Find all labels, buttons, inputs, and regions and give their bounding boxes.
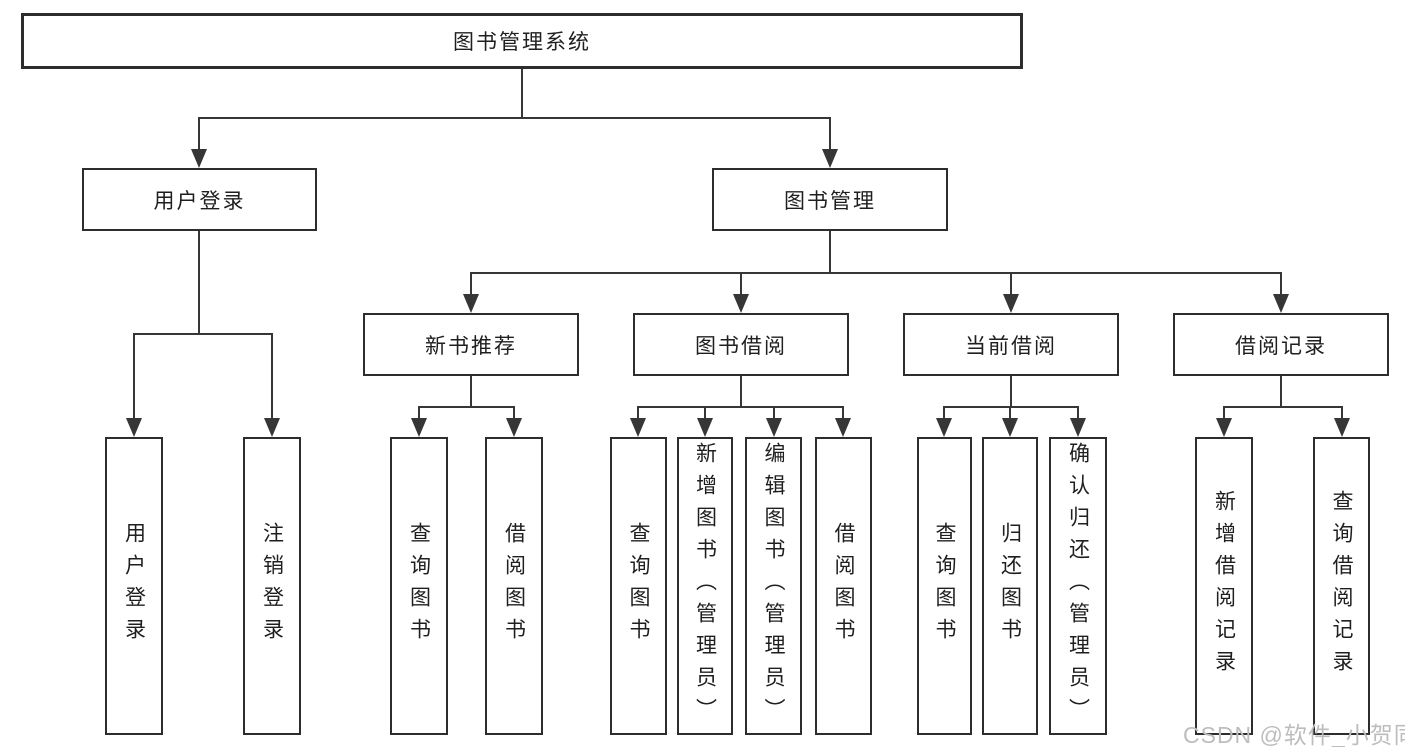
node-book-borrow: 图书借阅 — [633, 313, 849, 376]
connector-br-stem — [1280, 376, 1282, 406]
leaf-query-books-borrow: 查询图书 — [610, 437, 667, 735]
node-borrow-records: 借阅记录 — [1173, 313, 1389, 376]
arrow-down-icon-cb-query — [936, 418, 952, 437]
leaf-query-borrow-record: 查询借阅记录 — [1313, 437, 1370, 735]
connector-arm-cb-return — [1009, 406, 1011, 419]
connector-arm-recommend — [470, 272, 472, 295]
arrow-down-icon-records — [1273, 294, 1289, 313]
arrow-down-icon-bb-edit — [766, 418, 782, 437]
connector-cb-bar — [943, 406, 1079, 408]
arrow-down-icon-br-add — [1216, 418, 1232, 437]
node-new-book-recommend: 新书推荐 — [363, 313, 579, 376]
arrow-down-icon-bb-add — [697, 418, 713, 437]
node-book-management-branch: 图书管理 — [712, 168, 948, 231]
connector-arm-leaf-logout — [271, 333, 273, 419]
arrow-down-icon-borrow — [733, 294, 749, 313]
connector-ul-bar — [133, 333, 273, 335]
csdn-watermark: CSDN @软件_小贺同学 — [1183, 722, 1405, 747]
connector-arm-user-login — [198, 117, 200, 152]
connector-bb-bar — [637, 406, 844, 408]
connector-arm-br-add — [1223, 406, 1225, 419]
arrow-down-icon-cb-confirm — [1070, 418, 1086, 437]
leaf-query-books-recommend: 查询图书 — [390, 437, 448, 735]
arrow-down-icon-leaf-logout — [264, 418, 280, 437]
leaf-add-books-admin: 新增图书（管理员） — [677, 437, 733, 735]
connector-root-bar — [198, 117, 831, 119]
leaf-user-login: 用户登录 — [105, 437, 163, 735]
arrow-down-icon-br-query — [1334, 418, 1350, 437]
leaf-return-books: 归还图书 — [982, 437, 1038, 735]
node-root-system: 图书管理系统 — [21, 13, 1023, 69]
connector-root-stem — [521, 69, 523, 117]
connector-arm-nr-borrow — [513, 406, 515, 419]
connector-arm-book-management — [829, 117, 831, 152]
connector-nr-stem — [470, 376, 472, 406]
leaf-logout: 注销登录 — [243, 437, 301, 735]
arrow-down-icon-bb-query — [630, 418, 646, 437]
arrow-down-icon-book-management — [822, 149, 838, 168]
connector-nr-bar — [418, 406, 515, 408]
connector-arm-br-query — [1341, 406, 1343, 419]
connector-arm-bb-query — [637, 406, 639, 419]
node-current-borrow: 当前借阅 — [903, 313, 1119, 376]
connector-arm-cb-query — [943, 406, 945, 419]
connector-bm-bar — [470, 272, 1282, 274]
connector-arm-bb-borrow — [842, 406, 844, 419]
arrow-down-icon-user-login — [191, 149, 207, 168]
connector-arm-leaf-login — [133, 333, 135, 419]
arrow-down-icon-leaf-login — [126, 418, 142, 437]
connector-arm-records — [1280, 272, 1282, 295]
leaf-query-books-current: 查询图书 — [917, 437, 972, 735]
connector-arm-cb-confirm — [1077, 406, 1079, 419]
leaf-borrow-books-recommend: 借阅图书 — [485, 437, 543, 735]
leaf-borrow-books: 借阅图书 — [815, 437, 872, 735]
leaf-add-borrow-record: 新增借阅记录 — [1195, 437, 1253, 735]
connector-br-bar — [1223, 406, 1343, 408]
connector-ul-stem — [198, 231, 200, 333]
connector-cb-stem — [1010, 376, 1012, 406]
arrow-down-icon-current — [1003, 294, 1019, 313]
connector-bm-stem — [829, 231, 831, 272]
connector-arm-bb-edit — [773, 406, 775, 419]
connector-arm-current — [1010, 272, 1012, 295]
leaf-confirm-return-admin: 确认归还（管理员） — [1049, 437, 1107, 735]
connector-bb-stem — [740, 376, 742, 406]
arrow-down-icon-nr-borrow — [506, 418, 522, 437]
leaf-edit-books-admin: 编辑图书（管理员） — [745, 437, 802, 735]
arrow-down-icon-cb-return — [1002, 418, 1018, 437]
node-user-login-branch: 用户登录 — [82, 168, 317, 231]
arrow-down-icon-nr-query — [411, 418, 427, 437]
arrow-down-icon-recommend — [463, 294, 479, 313]
connector-arm-nr-query — [418, 406, 420, 419]
connector-arm-borrow — [740, 272, 742, 295]
arrow-down-icon-bb-borrow — [835, 418, 851, 437]
connector-arm-bb-add — [704, 406, 706, 419]
